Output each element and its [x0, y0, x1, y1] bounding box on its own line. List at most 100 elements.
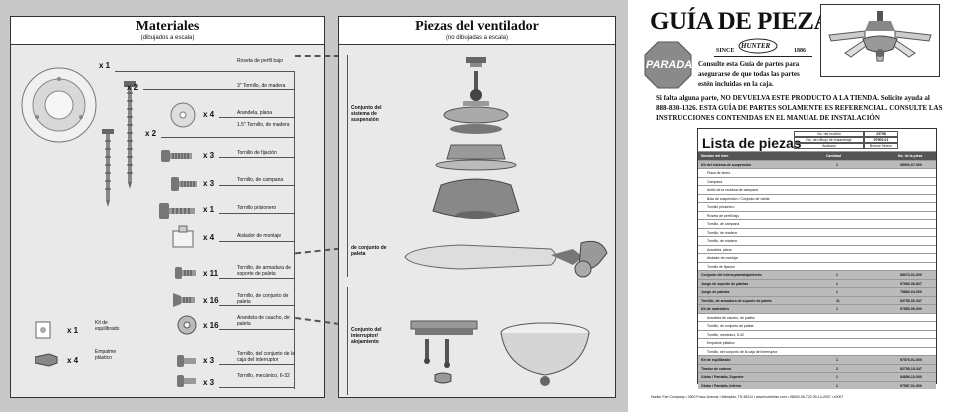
- table-row: Roseta de perfil bajo: [698, 210, 936, 220]
- cell-quantity: 1: [836, 162, 838, 167]
- rubber-washer-drawing: [177, 315, 197, 335]
- meta-key-model: No. del modelo: [794, 131, 864, 137]
- setscrew-drawing: [161, 150, 192, 162]
- qty-bolt: x 1: [203, 205, 215, 214]
- group-suspension-label: Conjunto del sistema de suspensión: [351, 105, 382, 123]
- label-wood-screw-3in: 3" Tornillo, de madera: [237, 83, 286, 89]
- cell-item-name: Tornillo, del conjunto de la caja del in…: [707, 349, 778, 354]
- qty-washer: x 4: [203, 110, 215, 119]
- meta-key-drawing: No. del dibujo de ensamblaje: [794, 137, 864, 143]
- leader-switch-housing-screw: [219, 364, 295, 365]
- cell-item-name: Bola de suspensión / Conjunto de varilla: [707, 196, 770, 201]
- piezas-box: Piezas del ventilador (no dibujadas a es…: [338, 16, 616, 398]
- table-row: Aislador de montaje: [698, 253, 936, 262]
- cell-item-name: Globo / Pantalla, Inferior: [701, 383, 742, 388]
- intro-line-3: estén incluidas en la caja.: [698, 80, 774, 88]
- cell-item-name: Roseta de perfil bajo: [707, 213, 740, 218]
- leader-wood-screw-3in: [143, 89, 295, 90]
- cell-item-name: Kit de materiales: [701, 307, 730, 312]
- intro-line-1: Consulte esta Guía de partes para: [698, 60, 800, 68]
- leader-setscrew: [219, 157, 295, 158]
- group-switch-label: Conjunto del interruptor/ alojamiento: [351, 327, 382, 345]
- cell-part-number: 97570-01-000: [900, 358, 922, 363]
- cell-item-name: Juego de paletas: [701, 290, 730, 295]
- stop-label: PARADA: [646, 59, 693, 71]
- cell-item-name: Arandela, plana: [707, 247, 732, 252]
- leader-bolt: [219, 213, 295, 214]
- label-blade-iron-screw: Tornillo, de armadura de soporte de pale…: [237, 265, 291, 277]
- cell-item-name: Tornillo, de conjunto de paleta: [707, 324, 754, 329]
- table-row: Tornillo, de conjunto de paleta: [698, 321, 936, 330]
- guide-title: GUÍA DE PIEZAS: [650, 8, 845, 35]
- leader-blade-screw: [219, 305, 295, 306]
- washer-drawing: [170, 102, 196, 128]
- cell-quantity: 11: [836, 298, 840, 303]
- label-rubber-washer: Arandela de caucho, de paleta: [237, 315, 290, 327]
- cell-part-number: 85074-01-000: [900, 273, 922, 278]
- hunter-logo-text: HUNTER: [741, 42, 771, 50]
- warning-line-3: INSTRUCCIONES CONTENIDAS EN EL MANUAL DE…: [656, 114, 880, 122]
- leader-rosette: [115, 71, 295, 72]
- table-row: Tornillo, de armadura de soporte de pale…: [698, 295, 936, 305]
- qty-rosette: x 1: [99, 61, 111, 70]
- cell-quantity: 1: [836, 281, 838, 286]
- blade-set-drawing: [404, 240, 608, 278]
- since-label: SINCE: [716, 48, 735, 54]
- isolator-drawing: [172, 225, 194, 248]
- label-isolator: Aislador de montaje: [237, 233, 282, 239]
- rosette-drawing: [21, 67, 97, 143]
- leader-blade-iron-screw: [219, 278, 295, 279]
- qty-canopy-screw: x 3: [203, 179, 215, 188]
- suspension-system-drawing: [432, 57, 520, 219]
- group-blade-label: de conjunto de paleta: [351, 245, 387, 257]
- cell-item-name: Tornillo, de madera: [707, 230, 737, 235]
- qty-setscrew: x 3: [203, 151, 215, 160]
- bracket-blade: [347, 229, 348, 277]
- qty-wire-connector: x 4: [67, 356, 79, 365]
- cell-part-number: 97587-01-000: [900, 383, 922, 388]
- materiales-title: Materiales: [135, 19, 200, 34]
- machine-screw-drawing: [177, 375, 196, 387]
- col-part-number: No. de la pieza: [898, 154, 923, 158]
- label-blade-screw: Tornillo, de conjunto de paleta: [237, 293, 289, 305]
- cell-part-number: 97983-06-807: [900, 281, 922, 286]
- wood-screw-3in-drawing: [124, 81, 136, 189]
- canopy-screw-drawing: [171, 177, 197, 191]
- leader-rubber-washer: [219, 329, 295, 330]
- stop-sign-icon: [644, 41, 692, 89]
- qty-isolator: x 4: [203, 233, 215, 242]
- materiales-box: Materiales (dibujados a escala) x 1 Rose…: [10, 16, 325, 398]
- leader-washer: [219, 117, 295, 118]
- cell-item-name: Arandela de caucho, de paleta: [707, 315, 755, 320]
- cell-item-name: Conjunto del interruptor/alojamiento: [701, 273, 762, 278]
- label-machine-screw: Tornillo, mecánico, 6-32: [237, 373, 290, 379]
- cell-part-number: 82755-15-347: [900, 366, 922, 371]
- cell-part-number: 83755-00-347: [900, 298, 922, 303]
- cell-item-name: Tornillo, de madera: [707, 239, 737, 244]
- cell-quantity: 2: [836, 366, 838, 371]
- table-row: Tornillo, de madera: [698, 227, 936, 237]
- table-row: Campana: [698, 176, 936, 186]
- warning-line-2: 888-830-1326. ESTA GUÍA DE PARTES SOLAME…: [656, 104, 943, 112]
- table-row: Arandela de caucho, de paleta: [698, 312, 936, 322]
- cell-quantity: 1: [836, 290, 838, 295]
- piezas-header: Piezas del ventilador (no dibujadas a es…: [339, 17, 615, 45]
- table-row: Anillo de la moldura de campana: [698, 185, 936, 194]
- dashed-connector-suspension: [295, 55, 340, 57]
- connector-line: [294, 71, 295, 389]
- warning-line-1: Si falta alguna parte, NO DEVUELVA ESTE …: [656, 94, 930, 102]
- label-rosette: Roseta de perfil bajo: [237, 58, 283, 64]
- parts-list-table: Lista de piezas No. del modelo 23798 No.…: [697, 128, 937, 390]
- footer-text: Hunter Fan Company • 2500 Frisco Avenue …: [651, 395, 844, 399]
- cell-item-name: Tornillo de fijación: [707, 264, 735, 269]
- qty-switch-housing-screw: x 3: [203, 356, 215, 365]
